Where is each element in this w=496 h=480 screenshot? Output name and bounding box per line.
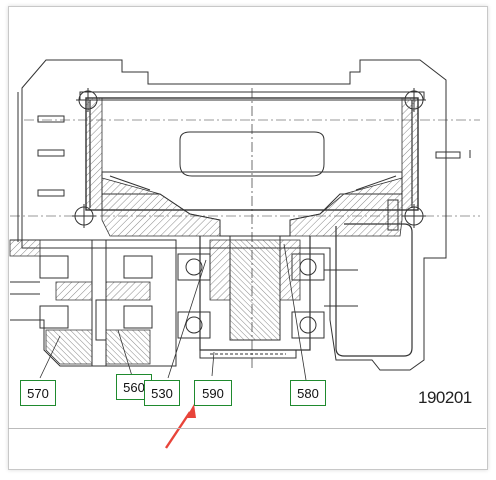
hub-top bbox=[179, 131, 325, 177]
divider-line bbox=[8, 428, 486, 429]
drawing-number: 190201 bbox=[418, 388, 472, 407]
red-arrow bbox=[165, 404, 196, 449]
callout-590: 590 bbox=[194, 380, 232, 406]
callout-570: 570 bbox=[20, 380, 56, 406]
callout-580: 580 bbox=[290, 380, 326, 406]
left-gear-housing bbox=[10, 239, 177, 367]
frame-border bbox=[8, 6, 488, 470]
callout-530: 530 bbox=[144, 380, 180, 406]
housing-outline bbox=[21, 59, 447, 371]
